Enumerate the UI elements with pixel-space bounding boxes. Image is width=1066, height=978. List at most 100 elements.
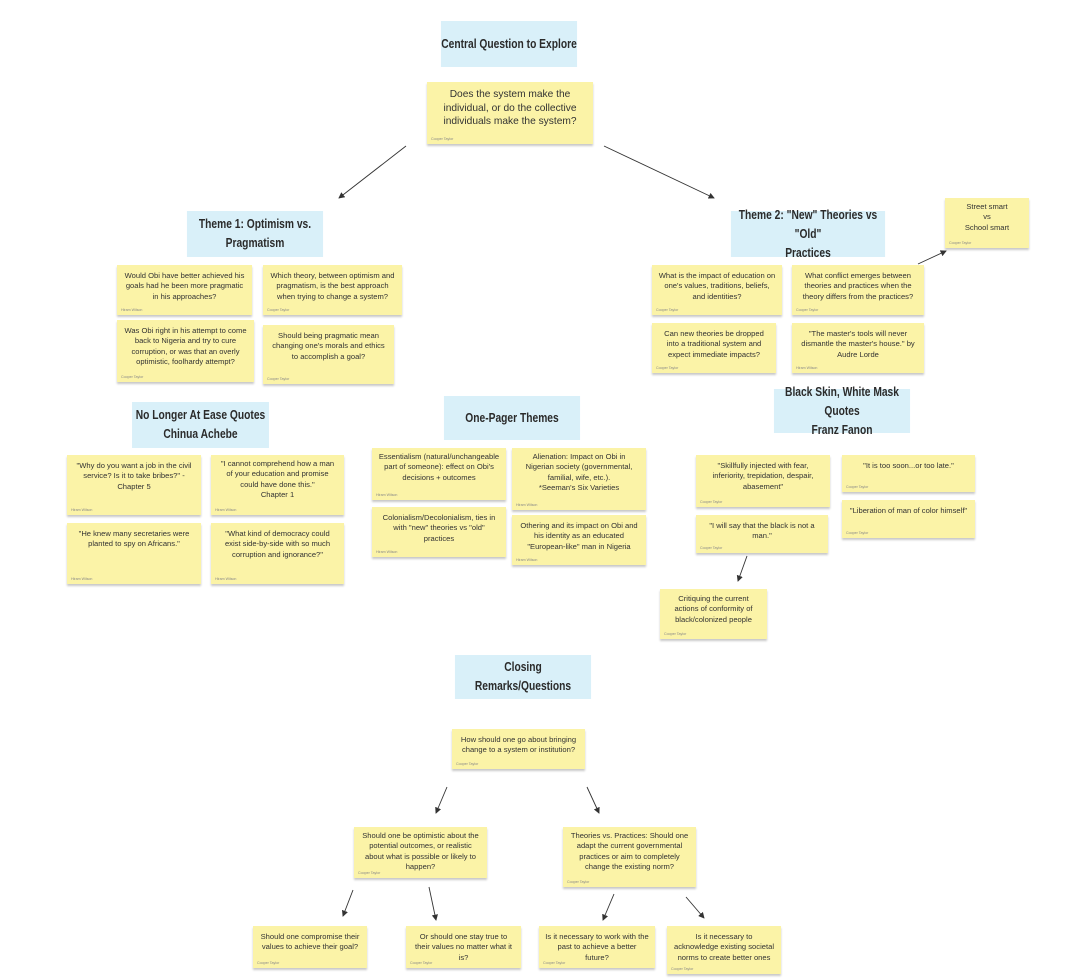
- note-text: Is it necessary to work with the past to…: [545, 932, 649, 962]
- header-theme-1-line1: Theme 1: Optimism vs.: [198, 217, 312, 231]
- sticky-theme2-new-theories[interactable]: Can new theories be dropped into a tradi…: [652, 323, 776, 373]
- note-text: Street smart vs School smart: [964, 202, 1010, 232]
- note-author: Cooper Taylor: [431, 137, 454, 141]
- header-theme-2-line1: Theme 2: "New" Theories vs "Old": [738, 207, 878, 241]
- note-text: Should being pragmatic mean changing one…: [272, 331, 385, 361]
- header-theme-2-line2: Practices: [785, 245, 831, 260]
- note-text: Or should one stay true to their values …: [414, 932, 513, 962]
- sticky-closing-stay-true[interactable]: Or should one stay true to their values …: [406, 926, 521, 968]
- note-author: Cooper Taylor: [267, 308, 290, 312]
- sticky-closing-how[interactable]: How should one go about bringing change …: [452, 729, 585, 769]
- note-author: Hiram Wilson: [121, 308, 143, 312]
- header-nlae-line1: No Longer At Ease Quotes: [135, 408, 266, 422]
- note-text: "He knew many secretaries were planted t…: [78, 529, 190, 549]
- header-one-pager: One-Pager Themes: [443, 396, 581, 440]
- note-author: Cooper Taylor: [456, 762, 479, 766]
- sticky-closing-theories[interactable]: Theories vs. Practices: Should one adapt…: [563, 827, 696, 887]
- note-text: What conflict emerges between theories a…: [802, 271, 914, 301]
- arrow-optimistic-to-compromise: [341, 889, 354, 917]
- sticky-central-question[interactable]: Does the system make the individual, or …: [427, 82, 593, 144]
- header-theme-1-line2: Pragmatism: [225, 236, 285, 250]
- note-author: Cooper Taylor: [656, 366, 679, 370]
- note-author: Cooper Taylor: [700, 546, 723, 550]
- header-one-pager-text: One-Pager Themes: [465, 410, 559, 425]
- note-text: What is the impact of education on one's…: [658, 271, 776, 301]
- sticky-theme1-obi-right[interactable]: Was Obi right in his attempt to come bac…: [117, 320, 254, 382]
- sticky-fanon-liberation[interactable]: "Liberation of man of color himself" Coo…: [842, 500, 975, 538]
- sticky-theme1-obi-goals[interactable]: Would Obi have better achieved his goals…: [117, 265, 252, 315]
- note-text: "The master's tools will never dismantle…: [801, 329, 915, 359]
- note-author: Hiram Wilson: [376, 550, 398, 554]
- sticky-fanon-critiquing[interactable]: Critiquing the current actions of confor…: [660, 589, 767, 639]
- note-text: "It is too soon...or too late.": [863, 461, 954, 470]
- note-author: Hiram Wilson: [71, 508, 93, 512]
- header-bswm-line1: Black Skin, White Mask Quotes: [785, 384, 899, 418]
- sticky-closing-past[interactable]: Is it necessary to work with the past to…: [539, 926, 655, 968]
- note-author: Cooper Taylor: [121, 375, 144, 379]
- note-author: Cooper Taylor: [567, 880, 590, 884]
- note-text: Colonialism/Decolonialism, ties in with …: [382, 513, 496, 543]
- note-author: Cooper Taylor: [671, 967, 694, 971]
- note-author: Cooper Taylor: [257, 961, 280, 965]
- sticky-closing-acknowledge[interactable]: Is it necessary to acknowledge existing …: [667, 926, 781, 974]
- note-text: Would Obi have better achieved his goals…: [124, 271, 245, 301]
- note-author: Cooper Taylor: [700, 500, 723, 504]
- sticky-theme2-masters-tools[interactable]: "The master's tools will never dismantle…: [792, 323, 924, 373]
- note-text: Does the system make the individual, or …: [443, 89, 577, 127]
- note-author: Cooper Taylor: [949, 241, 972, 245]
- header-theme-2: Theme 2: "New" Theories vs "Old" Practic…: [730, 208, 886, 260]
- sticky-quote-comprehend[interactable]: "I cannot comprehend how a man of your e…: [211, 455, 344, 515]
- note-author: Cooper Taylor: [543, 961, 566, 965]
- note-text: How should one go about bringing change …: [460, 735, 577, 755]
- arrow-theories-to-past: [602, 893, 615, 921]
- note-text: Should one be optimistic about the poten…: [362, 831, 479, 871]
- note-text: "Why do you want a job in the civil serv…: [76, 461, 192, 491]
- note-author: Hiram Wilson: [215, 508, 237, 512]
- sticky-theme1-pragmatic-morals[interactable]: Should being pragmatic mean changing one…: [263, 325, 394, 384]
- note-author: Cooper Taylor: [267, 377, 290, 381]
- note-text: "What kind of democracy could exist side…: [224, 529, 331, 559]
- note-text: Theories vs. Practices: Should one adapt…: [570, 831, 689, 871]
- note-author: Hiram Wilson: [796, 366, 818, 370]
- note-author: Cooper Taylor: [796, 308, 819, 312]
- sticky-closing-optimistic[interactable]: Should one be optimistic about the poten…: [354, 827, 487, 878]
- sticky-fanon-too-soon[interactable]: "It is too soon...or too late." Cooper T…: [842, 455, 975, 492]
- arrow-central-to-theme1: [338, 145, 407, 199]
- note-text: Critiquing the current actions of confor…: [674, 594, 753, 624]
- sticky-fanon-black-not-man[interactable]: "I will say that the black is not a man.…: [696, 515, 828, 553]
- arrow-optimistic-to-stay-true: [428, 886, 438, 921]
- note-text: "Liberation of man of color himself": [849, 506, 968, 515]
- header-closing: Closing Remarks/Questions: [454, 655, 592, 699]
- header-central-question: Central Question to Explore: [440, 21, 578, 67]
- arrow-central-to-theme2: [603, 145, 715, 199]
- sticky-fanon-skillfully[interactable]: "Skillfully injected with fear, inferior…: [696, 455, 830, 507]
- header-central-question-text: Central Question to Explore: [441, 36, 577, 51]
- sticky-theme1-which-theory[interactable]: Which theory, between optimism and pragm…: [263, 265, 402, 315]
- sticky-onepager-essentialism[interactable]: Essentialism (natural/unchangeable part …: [372, 448, 506, 500]
- sticky-onepager-alienation[interactable]: Alienation: Impact on Obi in Nigerian so…: [512, 448, 646, 510]
- note-text: Was Obi right in his attempt to come bac…: [124, 326, 247, 366]
- sticky-theme2-conflict[interactable]: What conflict emerges between theories a…: [792, 265, 924, 315]
- arrow-theories-to-acknowledge: [685, 896, 705, 919]
- sticky-theme2-education[interactable]: What is the impact of education on one's…: [652, 265, 782, 315]
- note-author: Cooper Taylor: [410, 961, 433, 965]
- note-author: Cooper Taylor: [358, 871, 381, 875]
- sticky-quote-democracy[interactable]: "What kind of democracy could exist side…: [211, 523, 344, 584]
- sticky-quote-civil-service[interactable]: "Why do you want a job in the civil serv…: [67, 455, 201, 515]
- sticky-quote-secretaries[interactable]: "He knew many secretaries were planted t…: [67, 523, 201, 584]
- note-author: Hiram Wilson: [516, 503, 538, 507]
- header-theme-1: Theme 1: Optimism vs. Pragmatism: [186, 211, 324, 257]
- note-author: Hiram Wilson: [376, 493, 398, 497]
- note-text: Which theory, between optimism and pragm…: [270, 271, 395, 301]
- note-author: Cooper Taylor: [846, 531, 869, 535]
- note-text: Essentialism (natural/unchangeable part …: [378, 452, 500, 482]
- note-author: Cooper Taylor: [656, 308, 679, 312]
- sticky-street-smart[interactable]: Street smart vs School smart Cooper Tayl…: [945, 198, 1029, 248]
- sticky-closing-compromise[interactable]: Should one compromise their values to ac…: [253, 926, 367, 968]
- sticky-onepager-othering[interactable]: Othering and its impact on Obi and his i…: [512, 515, 646, 565]
- note-author: Hiram Wilson: [71, 577, 93, 581]
- note-text: Othering and its impact on Obi and his i…: [520, 521, 638, 551]
- sticky-onepager-colonialism[interactable]: Colonialism/Decolonialism, ties in with …: [372, 507, 506, 557]
